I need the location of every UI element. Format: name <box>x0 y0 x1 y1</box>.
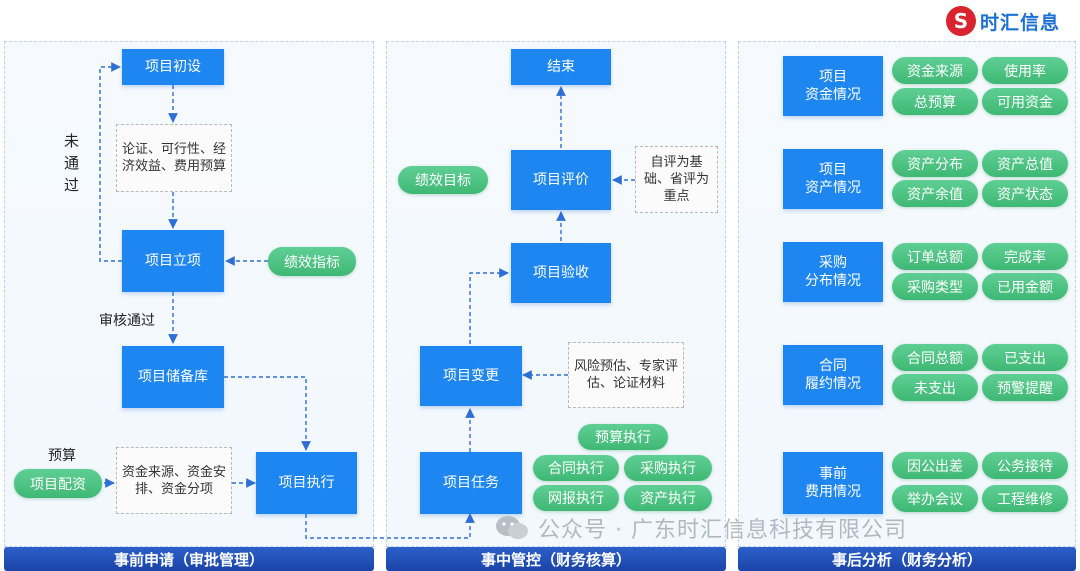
tag-business-trip[interactable]: 因公出差 <box>892 452 978 479</box>
node-project-evaluation[interactable]: 项目评价 <box>511 150 611 210</box>
node-contract[interactable]: 合同 履约情况 <box>783 345 883 405</box>
tag-used-amount[interactable]: 已用金额 <box>982 273 1068 300</box>
logo-icon: S <box>946 6 976 36</box>
tag-usage-rate[interactable]: 使用率 <box>982 57 1068 84</box>
tag-project-allocation[interactable]: 项目配资 <box>14 469 102 498</box>
tag-procurement-type[interactable]: 采购类型 <box>892 273 978 300</box>
node-project-reserve[interactable]: 项目储备库 <box>122 346 224 408</box>
tag-performance-indicator[interactable]: 绩效指标 <box>268 247 356 276</box>
footer-post-analysis: 事后分析（财务分析） <box>738 547 1076 571</box>
note-evaluation-basis: 自评为基础、省评为重点 <box>635 146 718 213</box>
tag-fund-source[interactable]: 资金来源 <box>892 57 978 84</box>
tag-paid[interactable]: 已支出 <box>982 344 1068 371</box>
node-procurement[interactable]: 采购 分布情况 <box>783 242 883 302</box>
tag-contract-execution[interactable]: 合同执行 <box>533 455 619 481</box>
tag-performance-goal[interactable]: 绩效目标 <box>398 166 488 194</box>
tag-warning-alert[interactable]: 预警提醒 <box>982 374 1068 401</box>
label-review-passed: 审核通过 <box>99 313 155 329</box>
tag-engineering-maintenance[interactable]: 工程维修 <box>982 485 1068 512</box>
tag-asset-distribution[interactable]: 资产分布 <box>892 150 978 177</box>
footer-pre-application: 事前申请（审批管理） <box>4 547 374 571</box>
tag-total-budget[interactable]: 总预算 <box>892 88 978 115</box>
note-risk-assessment: 风险预估、专家评估、论证材料 <box>568 342 684 408</box>
wechat-icon <box>494 514 530 542</box>
label-not-passed: 未 通 过 <box>64 132 80 194</box>
tag-asset-total[interactable]: 资产总值 <box>982 150 1068 177</box>
tag-asset-status[interactable]: 资产状态 <box>982 180 1068 207</box>
watermark-text: 公众号 · 广东时汇信息科技有限公司 <box>538 518 907 543</box>
tag-official-reception[interactable]: 公务接待 <box>982 452 1068 479</box>
tag-available-funds[interactable]: 可用资金 <box>982 88 1068 115</box>
tag-meetings[interactable]: 举办会议 <box>892 485 978 512</box>
node-project-funds[interactable]: 项目 资金情况 <box>783 56 883 116</box>
tag-completion-rate[interactable]: 完成率 <box>982 243 1068 270</box>
node-project-acceptance[interactable]: 项目验收 <box>511 243 611 303</box>
tag-reimbursement-execution[interactable]: 网报执行 <box>533 485 619 511</box>
node-project-approval[interactable]: 项目立项 <box>122 230 224 292</box>
node-end[interactable]: 结束 <box>511 49 611 85</box>
note-fund-arrangement: 资金来源、资金安排、资金分项 <box>116 447 232 514</box>
tag-budget-execution[interactable]: 预算执行 <box>578 424 668 450</box>
note-feasibility: 论证、可行性、经济效益、费用预算 <box>116 124 232 192</box>
node-project-assets[interactable]: 项目 资产情况 <box>783 149 883 209</box>
tag-asset-residual[interactable]: 资产余值 <box>892 180 978 207</box>
node-project-init[interactable]: 项目初设 <box>122 49 224 85</box>
tag-order-total[interactable]: 订单总额 <box>892 243 978 270</box>
logo-text: 时汇信息 <box>980 12 1061 34</box>
label-budget: 预算 <box>48 448 76 464</box>
tag-asset-execution[interactable]: 资产执行 <box>624 485 712 511</box>
tag-procurement-execution[interactable]: 采购执行 <box>624 455 712 481</box>
tag-unpaid[interactable]: 未支出 <box>892 374 978 401</box>
node-project-execution[interactable]: 项目执行 <box>256 452 357 514</box>
footer-in-process-control: 事中管控（财务核算） <box>386 547 726 571</box>
node-project-change[interactable]: 项目变更 <box>420 346 522 406</box>
node-project-task[interactable]: 项目任务 <box>420 452 522 514</box>
tag-contract-total[interactable]: 合同总额 <box>892 344 978 371</box>
node-expenses[interactable]: 事前 费用情况 <box>783 452 883 514</box>
